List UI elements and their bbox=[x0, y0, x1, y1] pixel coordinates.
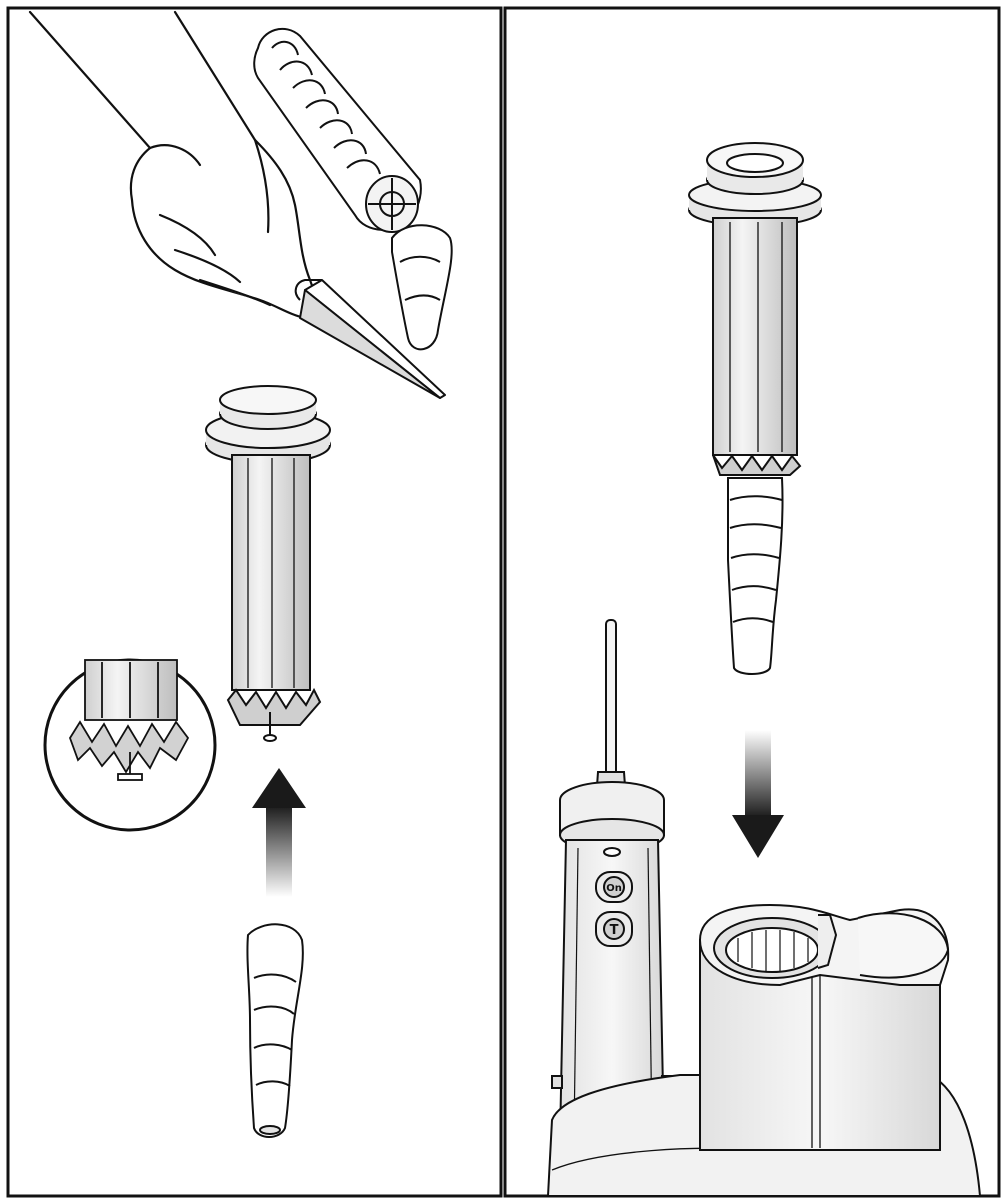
base-unit-icon bbox=[546, 903, 982, 1197]
right-panel: On T bbox=[546, 142, 982, 1197]
left-panel bbox=[28, 10, 453, 1138]
vegetable-whole-icon bbox=[253, 27, 422, 233]
device-button-t-label: T bbox=[610, 923, 619, 938]
magnified-blade-detail bbox=[43, 658, 217, 832]
knife-icon bbox=[294, 279, 446, 399]
vegetable-piece-icon bbox=[391, 224, 453, 351]
handheld-device-icon bbox=[551, 619, 673, 1141]
cartridge-right-icon bbox=[688, 142, 822, 476]
vegetable-in-cartridge-icon bbox=[727, 477, 784, 675]
vegetable-insert-icon bbox=[246, 923, 304, 1138]
arrow-up-icon bbox=[252, 768, 306, 897]
device-button-on-label: On bbox=[606, 883, 622, 894]
arrow-down-icon bbox=[732, 730, 784, 858]
hand-icon bbox=[28, 10, 316, 320]
cartridge-left-icon bbox=[205, 385, 331, 742]
